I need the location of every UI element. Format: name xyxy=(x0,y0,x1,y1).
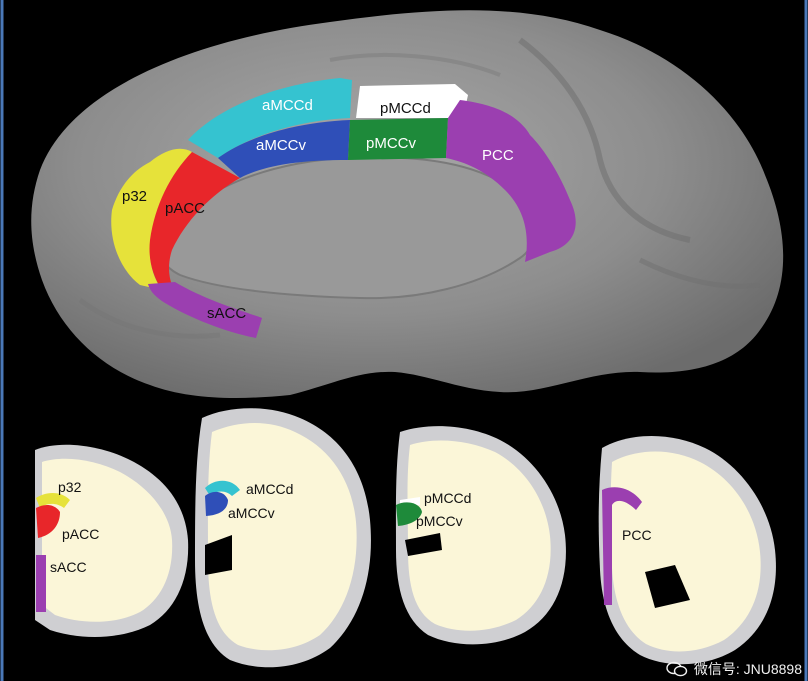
region-pacc xyxy=(149,152,240,290)
wechat-icon xyxy=(666,661,688,677)
label-p32: p32 xyxy=(122,188,147,205)
region-pmccv xyxy=(348,118,448,160)
medial-brain-view: aMCCd pMCCd aMCCv pMCCv PCC p32 pACC sAC… xyxy=(31,10,784,398)
coronal-slice-3: pMCCd pMCCv xyxy=(395,426,566,645)
slice-2-white-matter xyxy=(207,423,357,651)
slice-2-label-amccd: aMCCd xyxy=(246,481,293,497)
watermark: 微信号: JNU8898 xyxy=(666,659,802,679)
coronal-slice-1: p32 pACC sACC xyxy=(35,444,189,637)
label-pcc: PCC xyxy=(482,147,514,164)
coronal-slice-2: aMCCd aMCCv xyxy=(195,408,371,668)
label-pmccd: pMCCd xyxy=(380,100,431,117)
slice-1-label-p32: p32 xyxy=(58,479,82,495)
brain-sulcus-3 xyxy=(78,297,221,339)
slice-4-ventricle xyxy=(645,565,690,608)
region-pcc xyxy=(446,100,576,262)
region-amccv xyxy=(218,120,350,178)
label-sacc: sACC xyxy=(207,305,246,322)
label-pacc: pACC xyxy=(165,200,205,217)
brain-sulcus-2 xyxy=(638,257,761,289)
region-p32 xyxy=(111,148,192,290)
slice-1-label-sacc: sACC xyxy=(50,559,87,575)
region-pmccd xyxy=(356,84,468,118)
slice-3-label-pmccv: pMCCv xyxy=(416,513,463,529)
slice-1-pacc xyxy=(36,504,60,538)
slice-3-label-pmccd: pMCCd xyxy=(424,490,471,506)
slice-4-pcc xyxy=(602,487,642,605)
slice-4-label-pcc: PCC xyxy=(622,527,652,543)
slice-1-white-matter xyxy=(42,458,173,622)
region-sacc xyxy=(148,282,262,338)
coronal-slice-4: PCC xyxy=(598,436,776,665)
label-pmccv: pMCCv xyxy=(366,135,417,152)
slice-2-ventricle xyxy=(205,535,232,575)
region-amccd xyxy=(188,78,352,158)
brain-sulcus-1 xyxy=(518,37,691,243)
slice-1-label-pacc: pACC xyxy=(62,526,99,542)
label-amccv: aMCCv xyxy=(256,137,307,154)
slice-2-amccv xyxy=(205,491,228,516)
slice-3-white-matter xyxy=(407,440,551,631)
label-amccd: aMCCd xyxy=(262,97,313,114)
slice-3-ventricle xyxy=(405,533,442,556)
watermark-text: 微信号: JNU8898 xyxy=(693,661,802,677)
slice-3-pmccv xyxy=(396,502,422,526)
slice-2-label-amccv: aMCCv xyxy=(228,505,275,521)
slice-1-sacc xyxy=(36,555,46,612)
brain-sulcus-4 xyxy=(329,53,501,77)
slice-4-white-matter xyxy=(610,451,761,652)
slice-1-p32 xyxy=(36,493,70,508)
